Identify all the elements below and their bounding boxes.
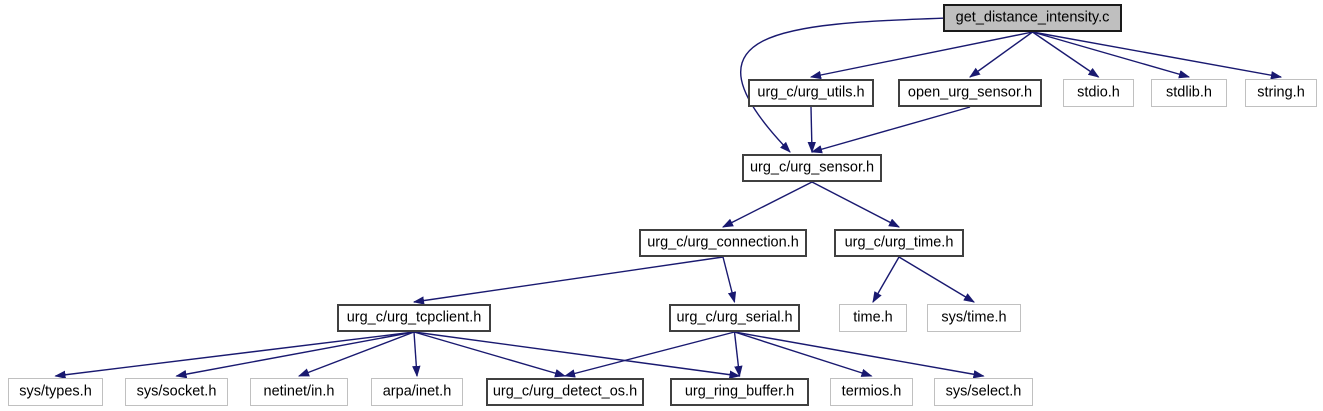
graph-edge-urg_tcp-to-sys_socket [175, 331, 415, 379]
graph-node-label: urg_c/urg_connection.h [647, 234, 799, 251]
graph-node-open_sensor[interactable]: open_urg_sensor.h [898, 79, 1042, 107]
graph-edge-urg_serial-to-detect_os [563, 331, 735, 378]
graph-node-urg_tcp[interactable]: urg_c/urg_tcpclient.h [337, 304, 491, 332]
graph-node-label: sys/select.h [945, 383, 1022, 400]
graph-edge-root-to-stdio [1032, 31, 1100, 78]
graph-node-label: urg_c/urg_time.h [844, 234, 954, 251]
graph-node-label: termios.h [841, 383, 902, 400]
graph-node-sys_types[interactable]: sys/types.h [8, 378, 103, 406]
graph-node-label: arpa/inet.h [382, 383, 452, 400]
graph-node-stdlib[interactable]: stdlib.h [1151, 79, 1227, 107]
graph-node-root[interactable]: get_distance_intensity.c [943, 4, 1122, 32]
graph-node-string[interactable]: string.h [1245, 79, 1317, 107]
graph-edge-urg_tcp-to-arpa_inet [412, 331, 421, 378]
graph-node-netinet_in[interactable]: netinet/in.h [250, 378, 348, 406]
graph-node-label: open_urg_sensor.h [907, 84, 1033, 101]
graph-node-detect_os[interactable]: urg_c/urg_detect_os.h [486, 378, 644, 406]
graph-node-label: urg_c/urg_sensor.h [749, 159, 875, 176]
graph-edge-urg_conn-to-urg_tcp [412, 256, 724, 305]
graph-edge-urg_sensor-to-urg_conn [722, 181, 813, 228]
graph-node-label: urg_ring_buffer.h [684, 383, 795, 400]
graph-edge-urg_time-to-time_h [872, 256, 900, 303]
graph-edge-urg_serial-to-sys_select [734, 331, 985, 379]
graph-node-label: string.h [1257, 84, 1305, 101]
graph-node-label: sys/types.h [19, 383, 92, 400]
graph-edge-open_sensor-to-urg_sensor [810, 106, 971, 154]
graph-node-sys_time[interactable]: sys/time.h [927, 304, 1021, 332]
graph-node-label: urg_c/urg_tcpclient.h [346, 309, 482, 326]
graph-edge-urg_utils-to-urg_sensor [807, 106, 816, 154]
graph-node-urg_conn[interactable]: urg_c/urg_connection.h [639, 229, 807, 257]
graph-node-stdio[interactable]: stdio.h [1063, 79, 1134, 107]
graph-node-ring_buf[interactable]: urg_ring_buffer.h [670, 378, 809, 406]
graph-edge-urg_tcp-to-netinet_in [297, 331, 415, 377]
graph-node-label: netinet/in.h [263, 383, 335, 400]
graph-edge-urg_serial-to-ring_buf [733, 331, 743, 378]
graph-node-label: sys/socket.h [136, 383, 217, 400]
graph-node-label: time.h [853, 309, 893, 326]
graph-node-sys_socket[interactable]: sys/socket.h [125, 378, 228, 406]
graph-node-time_h[interactable]: time.h [839, 304, 907, 332]
graph-edge-urg_tcp-to-sys_types [54, 331, 415, 379]
graph-edge-urg_sensor-to-urg_time [811, 181, 900, 228]
graph-node-label: stdlib.h [1166, 84, 1212, 101]
graph-edge-root-to-urg_utils [809, 31, 1033, 80]
graph-edge-root-to-string [1032, 31, 1283, 80]
graph-edge-root-to-open_sensor [969, 31, 1033, 78]
graph-node-label: sys/time.h [941, 309, 1007, 326]
graph-node-urg_utils[interactable]: urg_c/urg_utils.h [748, 79, 874, 107]
graph-edge-urg_tcp-to-detect_os [413, 331, 567, 378]
graph-node-label: urg_c/urg_detect_os.h [492, 383, 638, 400]
graph-node-label: stdio.h [1077, 84, 1120, 101]
graph-node-label: urg_c/urg_utils.h [757, 84, 865, 101]
graph-node-urg_time[interactable]: urg_c/urg_time.h [834, 229, 964, 257]
graph-node-urg_serial[interactable]: urg_c/urg_serial.h [669, 304, 800, 332]
graph-edge-urg_serial-to-termios [734, 331, 873, 377]
graph-node-termios[interactable]: termios.h [830, 378, 913, 406]
graph-node-arpa_inet[interactable]: arpa/inet.h [371, 378, 463, 406]
graph-node-label: urg_c/urg_serial.h [676, 309, 793, 326]
graph-node-urg_sensor[interactable]: urg_c/urg_sensor.h [742, 154, 882, 182]
graph-edge-root-to-stdlib [1032, 31, 1191, 79]
graph-edge-urg_tcp-to-ring_buf [413, 331, 741, 379]
graph-node-label: get_distance_intensity.c [955, 9, 1110, 26]
graph-node-sys_select[interactable]: sys/select.h [934, 378, 1033, 406]
graph-edge-urg_conn-to-urg_serial [722, 256, 737, 304]
graph-edge-urg_time-to-sys_time [898, 256, 975, 303]
